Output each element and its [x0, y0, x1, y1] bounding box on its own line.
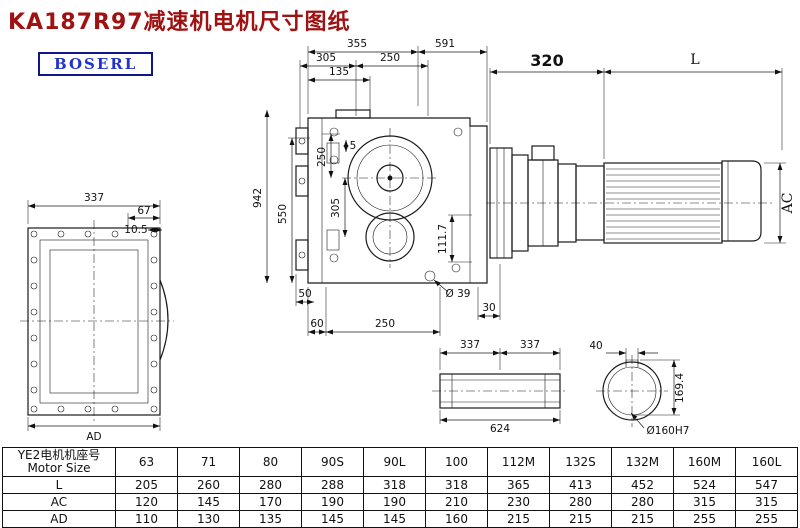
table-cell: 315 — [735, 493, 798, 511]
dim-shaft-337-a: 337 — [460, 339, 480, 351]
row-label-AD: AD — [2, 510, 116, 528]
table-row-AD: AD 110 130 135 145 145 160 215 215 215 2… — [2, 510, 798, 528]
table-cell: 205 — [115, 476, 178, 494]
table-cell: 110 — [115, 510, 178, 528]
table-cell: 160 — [425, 510, 488, 528]
dim-main-305-top: 305 — [316, 52, 336, 64]
main-body — [307, 117, 488, 284]
table-header-row: YE2电机机座号 Motor Size 63 71 80 90S 90L 100… — [2, 447, 798, 477]
table-cell: 145 — [177, 493, 240, 511]
table-row-AC: AC 120 145 170 190 190 210 230 280 280 3… — [2, 493, 798, 511]
col-header-90L: 90L — [363, 447, 426, 477]
bore-outer-circle — [602, 361, 662, 421]
table-cell: 524 — [673, 476, 736, 494]
dim-bore-d160H7: Ø160H7 — [647, 425, 690, 437]
col-header-132S: 132S — [549, 447, 612, 477]
main-view: 355 591 305 250 135 942 550 250 5 305 11… — [252, 38, 501, 336]
table-cell: 190 — [301, 493, 364, 511]
fan-cover — [721, 160, 762, 242]
row-label-L: L — [2, 476, 116, 494]
table-cell: 280 — [239, 476, 302, 494]
dim-main-550: 550 — [277, 204, 289, 224]
dim-main-250-bottom: 250 — [375, 318, 395, 330]
dim-main-305-left: 305 — [330, 198, 342, 218]
table-cell: 210 — [425, 493, 488, 511]
table-cell: 215 — [549, 510, 612, 528]
shaft-body — [439, 373, 561, 409]
table-cell: 318 — [425, 476, 488, 494]
dim-left-AD: AD — [86, 431, 101, 443]
dim-main-d39: Ø 39 — [446, 288, 471, 300]
table-cell: 145 — [363, 510, 426, 528]
boserl-logo: BOSERL — [38, 52, 154, 76]
table-cell: 145 — [301, 510, 364, 528]
table-row-L: L 205 260 280 288 318 318 365 413 452 52… — [2, 476, 798, 494]
motor-view: 320 L AC — [486, 51, 796, 259]
dim-main-250-top: 250 — [380, 52, 400, 64]
col-header-90S: 90S — [301, 447, 364, 477]
left-view-body — [27, 227, 161, 416]
table-cell: 215 — [487, 510, 550, 528]
dim-main-60: 60 — [310, 318, 323, 330]
dim-shaft-337-b: 337 — [520, 339, 540, 351]
dim-main-5: 5 — [350, 140, 357, 152]
table-cell: 230 — [487, 493, 550, 511]
dim-motor-AC: AC — [780, 193, 796, 215]
col-header-100: 100 — [425, 447, 488, 477]
bore-view: 40 169.4 Ø160H7 — [589, 340, 689, 437]
table-cell: 288 — [301, 476, 364, 494]
table-cell: 280 — [549, 493, 612, 511]
table-cell: 255 — [673, 510, 736, 528]
dim-main-355: 355 — [347, 38, 367, 50]
table-cell: 315 — [673, 493, 736, 511]
dim-bore-169-4: 169.4 — [674, 373, 686, 403]
dim-main-30: 30 — [482, 302, 495, 314]
table-cell: 170 — [239, 493, 302, 511]
header-label-cn: YE2电机机座号 — [17, 448, 101, 462]
dim-shaft-624: 624 — [490, 423, 510, 435]
header-label-en: Motor Size — [27, 461, 91, 475]
dim-main-591: 591 — [435, 38, 455, 50]
row-label-AC: AC — [2, 493, 116, 511]
dim-main-250-left: 250 — [316, 147, 328, 167]
col-header-112M: 112M — [487, 447, 550, 477]
table-cell: 135 — [239, 510, 302, 528]
page-title: KA187R97减速机电机尺寸图纸 — [8, 10, 351, 35]
dim-main-50: 50 — [298, 288, 311, 300]
col-header-71: 71 — [177, 447, 240, 477]
table-cell: 130 — [177, 510, 240, 528]
col-header-80: 80 — [239, 447, 302, 477]
table-header-label: YE2电机机座号 Motor Size — [2, 447, 116, 477]
dim-motor-320: 320 — [530, 51, 563, 70]
col-header-63: 63 — [115, 447, 178, 477]
table-cell: 255 — [735, 510, 798, 528]
table-cell: 215 — [611, 510, 674, 528]
col-header-132M: 132M — [611, 447, 674, 477]
table-cell: 547 — [735, 476, 798, 494]
dim-motor-L: L — [690, 52, 699, 68]
table-cell: 120 — [115, 493, 178, 511]
col-header-160L: 160L — [735, 447, 798, 477]
table-cell: 260 — [177, 476, 240, 494]
table-cell: 365 — [487, 476, 550, 494]
table-cell: 280 — [611, 493, 674, 511]
technical-drawing: 337 67 10.5 AD — [20, 38, 796, 443]
col-header-160M: 160M — [673, 447, 736, 477]
dim-bore-40: 40 — [589, 340, 602, 352]
dim-left-10-5: 10.5 — [124, 224, 147, 236]
dim-main-942: 942 — [252, 188, 264, 208]
table-cell: 318 — [363, 476, 426, 494]
dim-left-67: 67 — [137, 205, 150, 217]
shaft-view: 337 337 624 — [432, 339, 568, 435]
dim-left-337: 337 — [84, 192, 104, 204]
left-view: 337 67 10.5 AD — [20, 192, 174, 443]
table-cell: 452 — [611, 476, 674, 494]
table-cell: 413 — [549, 476, 612, 494]
motor-size-table: YE2电机机座号 Motor Size 63 71 80 90S 90L 100… — [2, 447, 798, 528]
dim-main-111-7: 111.7 — [437, 224, 449, 254]
boserl-logo-text: BOSERL — [54, 55, 138, 73]
dim-main-135: 135 — [329, 66, 349, 78]
table-cell: 190 — [363, 493, 426, 511]
